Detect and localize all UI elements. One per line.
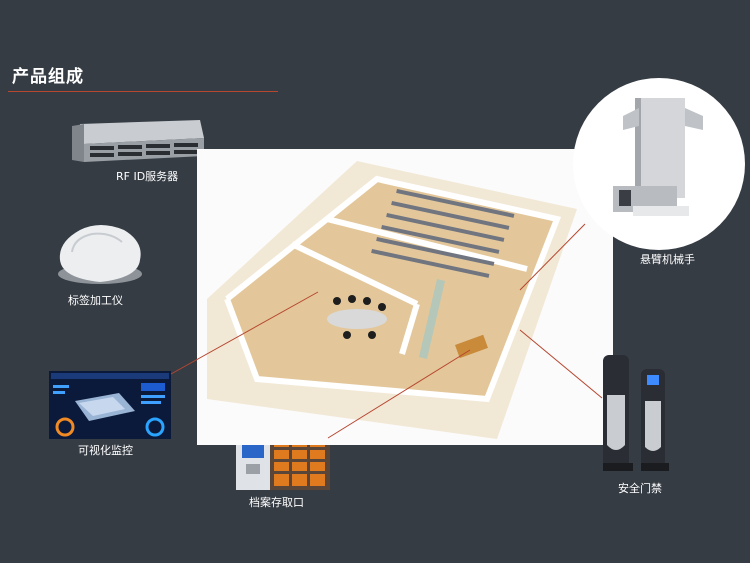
tag-machine-label: 标签加工仪 — [68, 294, 123, 307]
archive-port-label: 档案存取口 — [249, 496, 304, 509]
title-divider — [8, 91, 278, 92]
rfid-server-label: RF ID服务器 — [116, 170, 179, 183]
section-title: 产品组成 — [12, 67, 84, 87]
security-gate-icon — [603, 355, 669, 471]
visual-monitor-label: 可视化监控 — [78, 444, 133, 457]
monitor-screen-icon — [49, 371, 171, 439]
tag-machine-icon — [58, 225, 142, 284]
cantilever-arm-label: 悬臂机械手 — [640, 253, 695, 266]
archive-room-floorplan — [197, 149, 613, 445]
robot-arm-circle — [573, 78, 745, 250]
rfid-server-icon — [72, 120, 204, 162]
security-gate-label: 安全门禁 — [618, 482, 662, 495]
